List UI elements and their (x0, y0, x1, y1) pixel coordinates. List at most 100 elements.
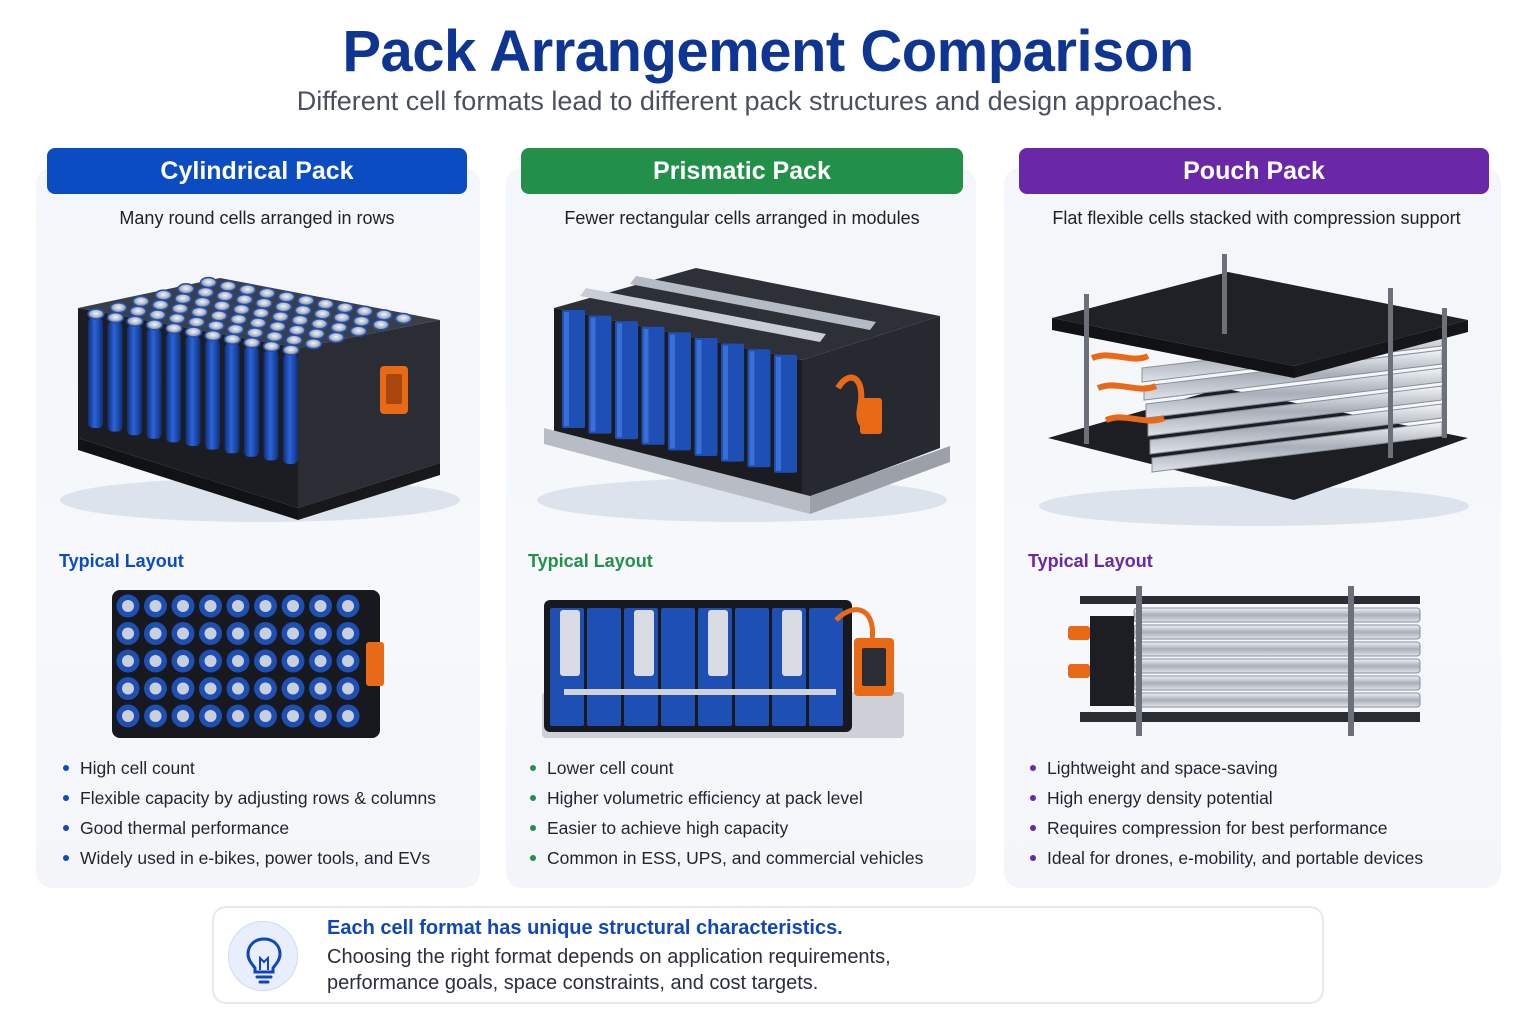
bullet-dot-icon (530, 825, 536, 831)
list-item: Higher volumetric efficiency at pack lev… (529, 786, 969, 816)
cylinder-cap (168, 312, 186, 325)
cylinder-cell (224, 343, 240, 454)
layout-cell (735, 608, 769, 726)
layout-cell-cap (342, 627, 354, 640)
layout-cell-cap (122, 655, 134, 667)
cylinder-cap (291, 314, 309, 327)
cylinder-cap (375, 309, 393, 321)
layout-cell-cap (232, 627, 244, 640)
cylinder-cell (107, 321, 123, 432)
cylinder-cap (246, 327, 264, 339)
busbar (560, 610, 580, 676)
bullet-dot-icon (1030, 765, 1036, 771)
callout-body: Choosing the right format depends on app… (327, 946, 891, 994)
cylindrical-pack-description: Many round cells arranged in rows (119, 208, 395, 228)
busbar (634, 610, 654, 676)
layout-cell-cap (259, 655, 272, 667)
cylinder-cap (235, 293, 254, 306)
cylinder-cap (171, 302, 189, 315)
cylinder-cap (232, 303, 251, 316)
layout-cell-cap (177, 655, 189, 667)
cylinder-cap (304, 337, 323, 350)
layout-cell (1133, 607, 1421, 623)
layout-cell-cap (232, 600, 244, 612)
layout-cell (661, 608, 695, 726)
cylinder-cap (223, 333, 242, 345)
cylinder-cap (333, 311, 351, 324)
cylinder-cap (268, 320, 287, 333)
cylindrical-bullet-list: High cell count Flexible capacity by adj… (62, 756, 472, 876)
layout-cell-cap (177, 682, 189, 695)
cylinder-cap (109, 301, 128, 314)
cylinder-cap (126, 315, 144, 327)
cylinder-cap (313, 308, 332, 320)
layout-cell (809, 608, 843, 726)
cylindrical-pack-header: Cylindrical Pack (47, 148, 467, 194)
layout-cell-cap (122, 627, 134, 640)
prismatic-cell-highlight (723, 345, 728, 460)
list-item: Good thermal performance (62, 816, 472, 846)
layout-cell-cap (149, 655, 162, 667)
list-item: High energy density potential (1029, 786, 1489, 816)
layout-cell-cap (204, 655, 217, 667)
layout-cell-cap (342, 682, 354, 695)
bullet-dot-icon (530, 765, 536, 771)
bullet-dot-icon (63, 765, 69, 771)
pouch-typical-layout-label: Typical Layout (1028, 551, 1153, 571)
layout-cell-cap (149, 627, 162, 640)
pouch-layout-illustration (1068, 586, 1421, 736)
cylinder-cap (87, 308, 105, 320)
list-item: Ideal for drones, e-mobility, and portab… (1029, 846, 1489, 876)
layout-cell-cap (287, 655, 299, 667)
layout-cell-cap (122, 682, 134, 695)
cylinder-cell (166, 332, 181, 443)
cylinder-cap (327, 331, 345, 344)
layout-cell-cap (287, 627, 299, 640)
layout-cell-cap (204, 682, 217, 695)
layout-cell-cap (122, 710, 134, 722)
cylinder-cap (187, 316, 206, 328)
prismatic-cell-highlight (696, 340, 702, 454)
cylindrical-typical-layout-label: Typical Layout (59, 551, 184, 571)
cylindrical-layout-image (108, 580, 388, 750)
bullet-dot-icon (63, 825, 69, 831)
prismatic-pack-description: Fewer rectangular cells arranged in modu… (564, 208, 920, 228)
layout-cell-cap (232, 682, 244, 695)
prismatic-pack-illustration (537, 268, 950, 522)
cylinder-cap (129, 305, 147, 318)
cylinder-cap (316, 298, 335, 310)
layout-cell-cap (287, 710, 299, 722)
prismatic-pack-header: Prismatic Pack (521, 148, 963, 194)
layout-cell-cap (287, 600, 299, 612)
prismatic-bullet-list: Lower cell count Higher volumetric effic… (529, 756, 969, 876)
prismatic-layout-illustration (542, 600, 904, 738)
layout-cell-cap (177, 627, 189, 640)
layout-cell-cap (342, 710, 354, 722)
cylinder-cell (127, 325, 142, 436)
prismatic-layout-image (536, 580, 908, 750)
list-item: Lower cell count (529, 756, 969, 786)
cylinder-cap (204, 329, 222, 342)
layout-cell-cap (259, 627, 272, 640)
cylinder-cell (146, 328, 162, 439)
summary-callout (212, 906, 1324, 1004)
layout-cell-cap (232, 710, 244, 722)
layout-cell-cap (177, 710, 189, 722)
pouch-pack-description: Flat flexible cells stacked with compres… (1052, 208, 1461, 228)
bullet-dot-icon (530, 855, 536, 861)
cylinder-cap (226, 323, 245, 336)
layout-cell (1133, 624, 1421, 640)
pouch-layout-image (1064, 580, 1426, 750)
cylinder-cap (132, 295, 150, 308)
bullet-dot-icon (63, 795, 69, 801)
cylinder-cap (336, 301, 354, 314)
bullet-dot-icon (1030, 855, 1036, 861)
cylinder-cap (310, 318, 329, 330)
layout-cell (1133, 675, 1421, 691)
cylinder-cap (297, 294, 315, 307)
cylinder-cap (190, 306, 209, 318)
layout-cell-cap (314, 655, 327, 667)
pouch-pack-image (1022, 238, 1486, 536)
layout-cell-cap (204, 710, 217, 722)
list-item: Lightweight and space-saving (1029, 756, 1489, 786)
